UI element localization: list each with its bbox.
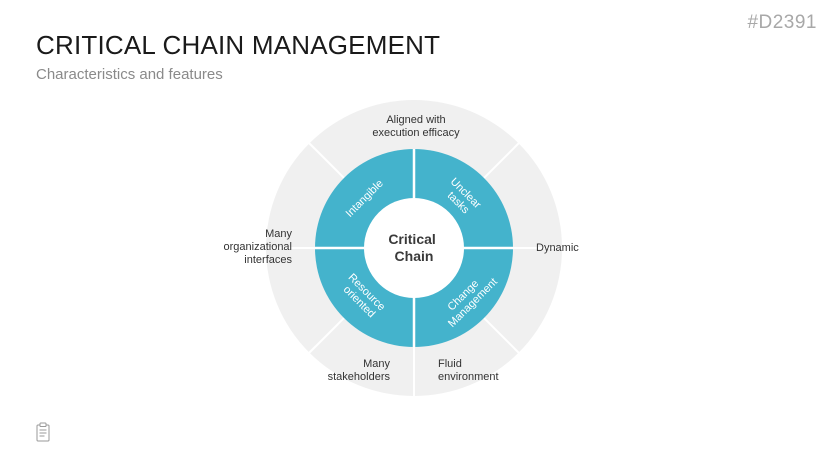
outer-label-aligned: Aligned with execution efficacy (360, 114, 472, 140)
center-circle (364, 198, 464, 298)
outer-label-interfaces-line-2: organizational (223, 241, 293, 253)
outer-label-aligned-line-2: execution efficacy (372, 127, 460, 139)
outer-label-fluid-line-2: environment (438, 371, 499, 383)
outer-label-stakeholders: Many stakeholders (318, 358, 390, 384)
page-subtitle: Characteristics and features (36, 66, 223, 83)
outer-label-aligned-line-1: Aligned with (386, 114, 446, 126)
outer-label-interfaces-line-1: Many (265, 228, 292, 240)
outer-label-stakeholders-line-1: Many (363, 358, 390, 370)
outer-label-interfaces-line-3: interfaces (244, 254, 292, 266)
outer-label-stakeholders-line-2: stakeholders (327, 371, 390, 383)
outer-label-fluid: Fluid environment (438, 358, 499, 384)
center-label-line-1: Critical (388, 231, 435, 247)
clipboard-icon[interactable] (36, 422, 50, 442)
page-title: CRITICAL CHAIN MANAGEMENT (36, 30, 441, 60)
outer-label-dynamic-line-1: Dynamic (536, 242, 579, 254)
slide-id: #D2391 (747, 12, 817, 33)
outer-label-interfaces: Many organizational interfaces (202, 228, 293, 267)
center-label-line-2: Chain (395, 248, 434, 264)
outer-label-fluid-line-1: Fluid (438, 358, 462, 370)
outer-label-dynamic: Dynamic (536, 242, 579, 255)
center-label: Critical Chain (388, 231, 439, 264)
